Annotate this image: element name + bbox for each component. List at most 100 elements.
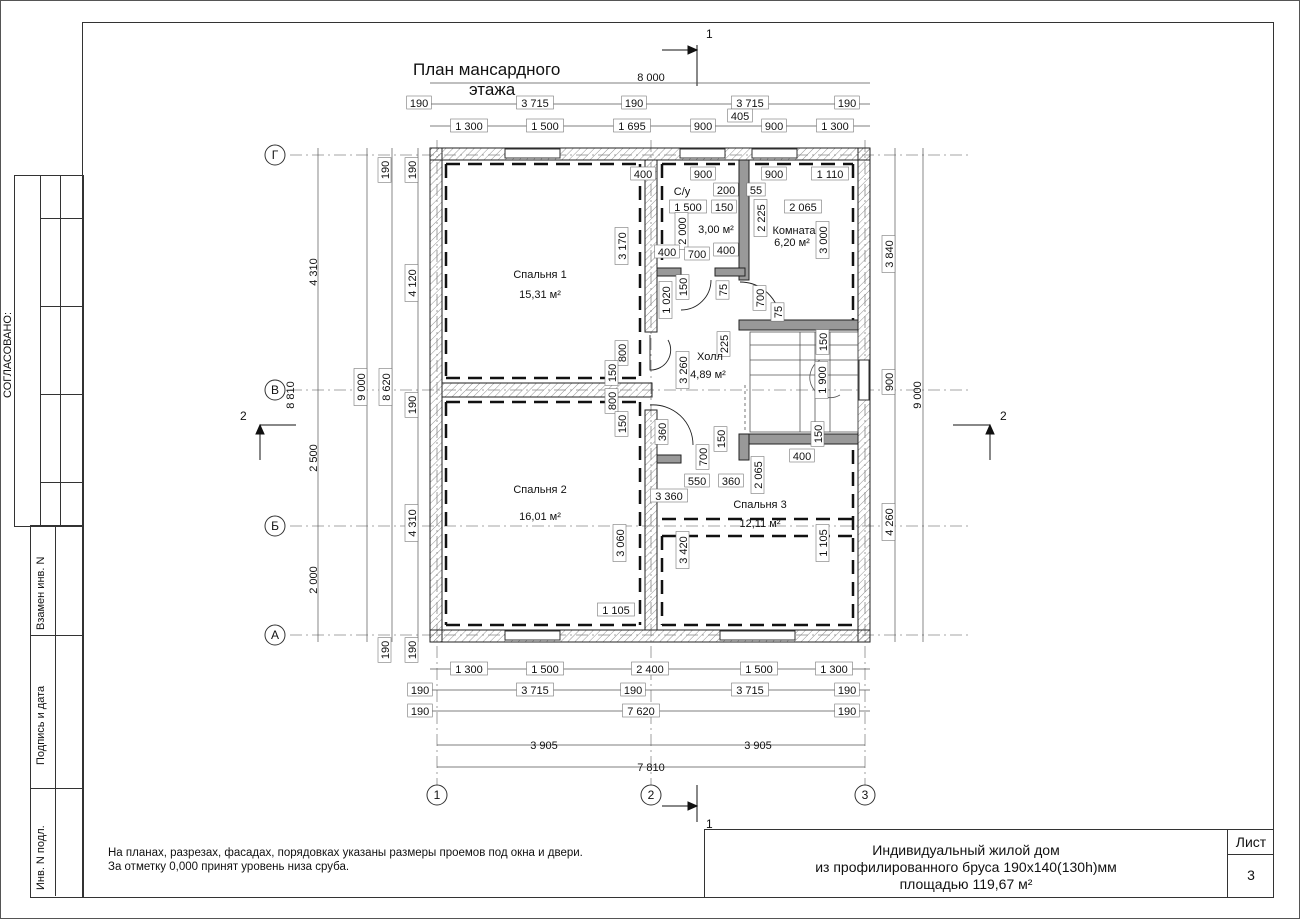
dim-top-row2-4: 405 (727, 108, 753, 123)
dim-interior-41-box (597, 602, 635, 617)
dim-interior-18: 1 020 (658, 281, 673, 319)
dim-left-inner-1-box (404, 264, 419, 302)
dim-bot-row3-0-box (407, 703, 433, 718)
dim-interior-15-text: 400 (717, 245, 735, 257)
dim-top-overall-text: 8 000 (637, 72, 665, 84)
dim-bot-row2-4: 190 (834, 682, 860, 697)
dim-top-overall: 8 000 (637, 72, 665, 84)
section-2-left: 2 (240, 409, 247, 423)
dim-interior-26-box (604, 388, 619, 414)
dim-left-inner-4-text: 190 (407, 641, 419, 659)
dim-interior-1: 900 (690, 166, 716, 181)
dim-bot-row1-4-box (815, 661, 853, 676)
dim-interior-15-box (713, 242, 739, 257)
dim-bot-row1-2: 2 400 (631, 661, 669, 676)
dim-interior-16-text: 150 (678, 278, 690, 296)
dim-top-row2-1-box (526, 118, 564, 133)
dim-interior-30-box (814, 361, 829, 399)
dim-top-row2-5-box (761, 118, 787, 133)
dim-bot-row3-2: 190 (834, 703, 860, 718)
dim-interior-11-box (674, 212, 689, 250)
dim-interior-25-text: 150 (607, 364, 619, 382)
dim-interior-14-text: 700 (688, 249, 706, 261)
dim-interior-5-text: 1 110 (817, 169, 844, 181)
dim-bot-row2-1-text: 3 715 (521, 685, 549, 697)
dim-top-row2-3-box (690, 118, 716, 133)
dim-left-9000-box (353, 368, 368, 406)
dim-interior-3: 55 (746, 182, 766, 197)
dim-interior-22-text: 225 (719, 335, 731, 353)
dim-top-row1-3-text: 3 715 (736, 98, 764, 110)
sheet-label: Лист (1228, 830, 1274, 855)
dim-interior-27-box (614, 411, 629, 437)
dim-top-row2-3-text: 900 (694, 121, 712, 133)
dim-interior-3-box (746, 182, 766, 197)
room-name-bedroom2: Спальня 2 (513, 484, 566, 496)
dim-top-row2-3: 900 (690, 118, 716, 133)
dim-interior-33-box (684, 473, 710, 488)
dim-top-row1-4-box (834, 95, 860, 110)
dim-interior-25-box (604, 360, 619, 386)
dim-interior-33-text: 550 (688, 476, 706, 488)
dim-left-190-bot: 190 (377, 637, 392, 663)
dim-top-row2-1: 1 500 (526, 118, 564, 133)
dim-left-190-top-text: 190 (380, 161, 392, 179)
dim-interior-34: 360 (718, 473, 744, 488)
dim-interior-15: 400 (713, 242, 739, 257)
dim-interior-33: 550 (684, 473, 710, 488)
dim-bot-row4-1-text: 3 905 (744, 740, 772, 752)
dim-top-row2-0: 1 300 (450, 118, 488, 133)
dim-interior-20-box (770, 302, 785, 322)
axis-marker-3: 3 (862, 788, 869, 802)
dim-interior-34-text: 360 (722, 476, 740, 488)
dim-left-8620-text: 8 620 (381, 373, 393, 401)
axis-marker-1: 1 (434, 788, 441, 802)
dim-right-overall-text: 9 000 (912, 381, 924, 409)
dim-top-row2-2: 1 695 (613, 118, 651, 133)
dim-left-9000: 9 000 (353, 368, 368, 406)
dim-top-row1-2-text: 190 (625, 98, 643, 110)
dim-interior-4-box (761, 166, 787, 181)
dim-left-inner-2: 190 (404, 392, 419, 418)
dim-interior-38-text: 3 060 (615, 529, 627, 557)
dim-interior-6: 1 500 (669, 199, 707, 214)
dim-interior-12-text: 3 170 (617, 232, 629, 260)
dim-bot-row3-2-text: 190 (838, 706, 856, 718)
dim-interior-22-box (716, 331, 731, 357)
dim-top-row1-0: 190 (406, 95, 432, 110)
dim-top-row1-2-box (621, 95, 647, 110)
dim-top-row2-1-text: 1 500 (531, 121, 559, 133)
plan-title: План мансардного этажа (413, 60, 560, 100)
dim-bot-row1-0-box (450, 661, 488, 676)
dim-top-row2-6-box (816, 118, 854, 133)
dim-interior-28: 360 (654, 419, 669, 445)
dim-top-row2-5: 900 (761, 118, 787, 133)
dimension-labels: 8 000 190 3 715 190 3 715 190 1 300 1 500 1 695 9… (285, 72, 924, 774)
dim-right-inner-0: 3 840 (881, 235, 896, 273)
dim-interior-37: 3 360 (650, 488, 688, 503)
dim-interior-9-text: 2 225 (756, 204, 768, 232)
dim-interior-12: 3 170 (614, 227, 629, 265)
dim-interior-40-box (815, 524, 830, 562)
dim-interior-24: 150 (815, 329, 830, 355)
dim-left-9000-text: 9 000 (356, 373, 368, 401)
dim-interior-26-text: 800 (607, 392, 619, 410)
dim-interior-14: 700 (684, 246, 710, 261)
room-name-bedroom3: Спальня 3 (733, 499, 786, 511)
dim-interior-13: 400 (654, 244, 680, 259)
dim-interior-32: 700 (695, 444, 710, 470)
dim-bot-row2-0-text: 190 (411, 685, 429, 697)
dim-left-inner-3: 4 310 (404, 504, 419, 542)
dim-interior-23-box (675, 351, 690, 389)
dim-right-inner-1-text: 900 (884, 373, 896, 391)
dim-interior-4: 900 (761, 166, 787, 181)
dim-left-inner-0: 190 (404, 157, 419, 183)
dim-bot-row2-3: 3 715 (731, 682, 769, 697)
room-name-wc: С/у (674, 186, 691, 198)
dim-top-row1-1-text: 3 715 (521, 98, 549, 110)
dim-interior-40-text: 1 105 (818, 529, 830, 557)
dim-interior-8: 2 065 (784, 199, 822, 214)
dim-bot-row3-1-box (622, 703, 660, 718)
plan-title-line2: этажа (469, 80, 516, 99)
dim-interior-28-box (654, 419, 669, 445)
